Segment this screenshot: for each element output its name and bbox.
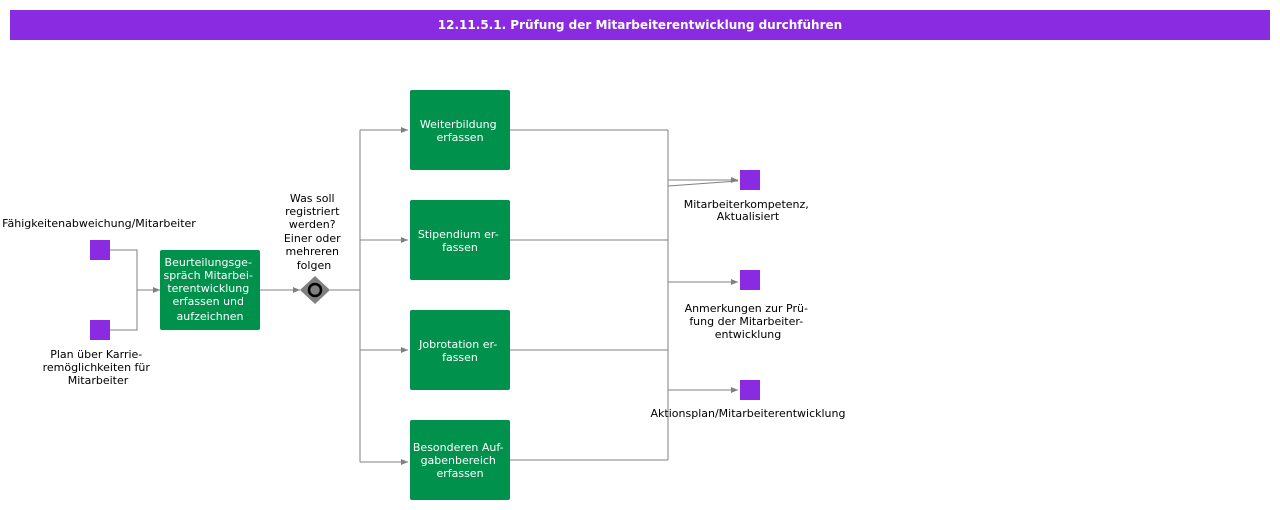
input-label-1: Fähigkeitenabweichung/Mitarbeiter [2, 217, 196, 230]
task-special-assignment[interactable]: Besonderen Auf- gabenbereich erfassen [410, 420, 510, 500]
task-assessment[interactable]: Beurteilungsge- spräch Mitarbei- terentw… [160, 250, 260, 330]
output-data-object-remarks[interactable] [740, 270, 760, 290]
output-label-plan: Aktionsplan/Mitarbeiterentwicklung [651, 407, 846, 420]
output-data-object-competence[interactable] [740, 170, 760, 190]
edge-to-competence-2 [667, 180, 739, 187]
input-label-2: Plan über Karrie- remöglichkeiten für Mi… [43, 348, 154, 387]
diagram-title: 12.11.5.1. Prüfung der Mitarbeiterentwic… [10, 10, 1270, 40]
output-label-competence: Mitarbeiterkompetenz, Aktualisiert [684, 198, 813, 223]
svg-text:Besonderen Auf- gabenber: Besonderen Auf- gabenbereich erfassen [413, 441, 507, 480]
output-data-object-plan[interactable] [740, 380, 760, 400]
gateway-label: Was soll registriert werden? Einer oder … [284, 192, 344, 272]
edge-input1-task [110, 249, 160, 293]
svg-text:Beurteilungsge- spräch M: Beurteilungsge- spräch Mitarbei- terentw… [164, 256, 257, 323]
input-data-object-1[interactable] [90, 240, 110, 260]
svg-text:Jobrotation er- fassen: Jobrotation er- fassen [418, 338, 501, 364]
task-training[interactable]: Weiterbildung erfassen [410, 90, 510, 170]
svg-text:Stipendium er- fassen: Stipendium er- fassen [418, 228, 502, 254]
flow-edges [110, 127, 739, 465]
task-scholarship[interactable]: Stipendium er- fassen [410, 200, 510, 280]
output-label-remarks: Anmerkungen zur Prü- fung der Mitarbeite… [685, 302, 812, 341]
edge-input2-task [110, 290, 138, 331]
svg-text:Weiterbildung erfassen: Weiterbildung erfassen [420, 118, 500, 144]
input-data-object-2[interactable] [90, 320, 110, 340]
gateway-inclusive[interactable] [300, 276, 330, 304]
task-job-rotation[interactable]: Jobrotation er- fassen [410, 310, 510, 390]
